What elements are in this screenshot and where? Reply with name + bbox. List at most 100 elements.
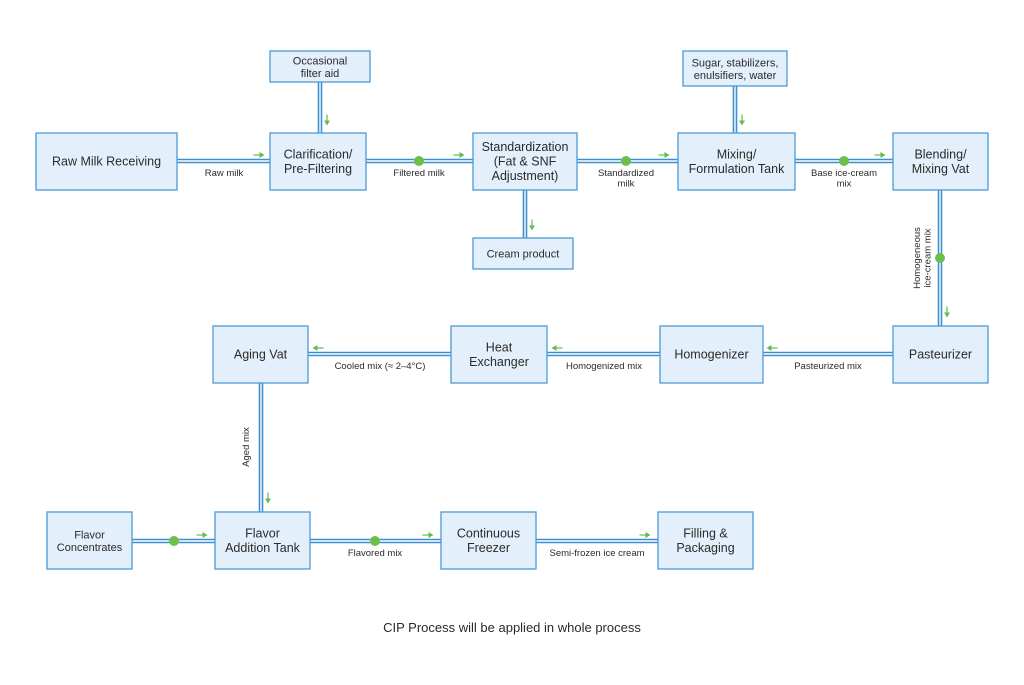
- aged-mix-edge-label: Aged mix: [241, 427, 252, 467]
- flavored-mix-edge-label: Flavored mix: [348, 548, 403, 559]
- pasteurized-mix-arrow-head: [766, 345, 772, 351]
- filtered-milk-label-line-0: Filtered milk: [393, 168, 444, 179]
- cream-flow-arrow-icon: [529, 219, 535, 231]
- filter-aid-label-line-0: Occasional: [293, 55, 347, 67]
- flavored-mix-label-line-0: Flavored mix: [348, 548, 403, 559]
- cream-label-line-0: Cream product: [487, 249, 560, 261]
- filtered-milk-valve-icon: [414, 156, 424, 166]
- homogenizer-box: [659, 325, 764, 384]
- filling-label-line-1: Packaging: [676, 541, 734, 555]
- semi-frozen-flow-arrow-icon: [639, 532, 651, 538]
- freezer-box: [440, 511, 537, 570]
- flavor-concentrates-label-line-0: Flavor: [74, 529, 105, 541]
- blending-label-line-1: Mixing Vat: [912, 162, 970, 176]
- flavored-mix-valve-icon: [370, 536, 380, 546]
- cream-box: [472, 237, 574, 270]
- homogeneous-mix-label-line-0: Homogeneous: [912, 227, 923, 289]
- cream-node: Cream product: [472, 237, 574, 270]
- pasteurized-mix-label-line-0: Pasteurized mix: [794, 361, 862, 372]
- flavor-concentrates-flow-arrow-icon: [196, 532, 208, 538]
- aging-vat-node: Aging Vat: [212, 325, 309, 384]
- standardized-milk-label-line-0: Standardized: [598, 168, 654, 179]
- additives-box: [682, 50, 788, 87]
- aged-mix-flow-arrow-icon: [265, 492, 271, 504]
- flavor-concentrates-arrow-head: [202, 532, 208, 538]
- mixing-node: Mixing/Formulation Tank: [677, 132, 796, 191]
- filling-label-line-0: Filling &: [683, 526, 728, 540]
- flavor-concentrates-valve-icon: [169, 536, 179, 546]
- additives-flow-arrow-icon: [739, 114, 745, 126]
- filtered-milk-arrow-head: [459, 152, 465, 158]
- filling-node: Filling &Packaging: [657, 511, 754, 570]
- semi-frozen-edge-label: Semi-frozen ice cream: [549, 548, 644, 559]
- standardization-label-line-1: (Fat & SNF: [494, 155, 557, 169]
- clarification-box: [269, 132, 367, 191]
- pasteurizer-box: [892, 325, 989, 384]
- pasteurizer-node: Pasteurizer: [892, 325, 989, 384]
- raw-milk-edge-label: Raw milk: [205, 168, 244, 179]
- aging-vat-box: [212, 325, 309, 384]
- aged-mix-arrow-head: [265, 498, 271, 504]
- raw-milk-label-line-0: Raw Milk Receiving: [52, 155, 161, 169]
- flavored-mix-arrow-head: [428, 532, 434, 538]
- blending-label-line-0: Blending/: [914, 147, 967, 161]
- base-mix-arrow-head: [880, 152, 886, 158]
- filtered-milk-edge-label: Filtered milk: [393, 168, 444, 179]
- semi-frozen-arrow-head: [645, 532, 651, 538]
- homogenized-mix-label-line-0: Homogenized mix: [566, 361, 642, 372]
- mixing-label-line-1: Formulation Tank: [689, 162, 785, 176]
- aged-mix-label-line-0: Aged mix: [241, 427, 252, 467]
- standardization-box: [472, 132, 578, 191]
- filter-aid-box: [269, 50, 371, 83]
- pasteurizer-label-line-0: Pasteurizer: [909, 348, 972, 362]
- blending-box: [892, 132, 989, 191]
- clarification-node: Clarification/Pre-Filtering: [269, 132, 367, 191]
- flavor-tank-label-line-1: Addition Tank: [225, 541, 301, 555]
- homogeneous-mix-flow-arrow-icon: [944, 306, 950, 318]
- heat-exchanger-label-line-1: Exchanger: [469, 355, 529, 369]
- cooled-mix-arrow-head: [312, 345, 318, 351]
- standardized-milk-arrow-head: [664, 152, 670, 158]
- pasteurized-mix-edge-label: Pasteurized mix: [794, 361, 862, 372]
- heat-exchanger-label-line-0: Heat: [486, 340, 513, 354]
- mixing-box: [677, 132, 796, 191]
- homogeneous-mix-valve-icon: [935, 253, 945, 263]
- freezer-label-line-0: Continuous: [457, 526, 520, 540]
- mixing-label-line-0: Mixing/: [717, 147, 757, 161]
- base-mix-flow-arrow-icon: [874, 152, 886, 158]
- homogeneous-mix-label-line-1: ice-cream mix: [923, 228, 934, 287]
- standardized-milk-label-line-1: milk: [618, 179, 635, 190]
- clarification-label-line-1: Pre-Filtering: [284, 162, 352, 176]
- standardization-label-line-2: Adjustment): [492, 169, 559, 183]
- cream-arrow-head: [529, 225, 535, 231]
- filter-aid-flow-arrow-icon: [324, 114, 330, 126]
- additives-label-line-1: enulsifiers, water: [694, 70, 777, 82]
- cip-footer-note: CIP Process will be applied in whole pro…: [383, 620, 641, 635]
- base-mix-label-line-1: mix: [837, 179, 852, 190]
- flavor-concentrates-box: [46, 511, 133, 570]
- additives-arrow-head: [739, 120, 745, 126]
- filtered-milk-flow-arrow-icon: [453, 152, 465, 158]
- raw-milk-label-line-0: Raw milk: [205, 168, 244, 179]
- base-mix-label-line-0: Base ice-cream: [811, 168, 877, 179]
- standardized-milk-valve-icon: [621, 156, 631, 166]
- raw-milk-node: Raw Milk Receiving: [35, 132, 178, 191]
- standardization-label-line-0: Standardization: [482, 140, 569, 154]
- blending-node: Blending/Mixing Vat: [892, 132, 989, 191]
- homogenizer-node: Homogenizer: [659, 325, 764, 384]
- homogenized-mix-flow-arrow-icon: [551, 345, 563, 351]
- raw-milk-box: [35, 132, 178, 191]
- cooled-mix-flow-arrow-icon: [312, 345, 324, 351]
